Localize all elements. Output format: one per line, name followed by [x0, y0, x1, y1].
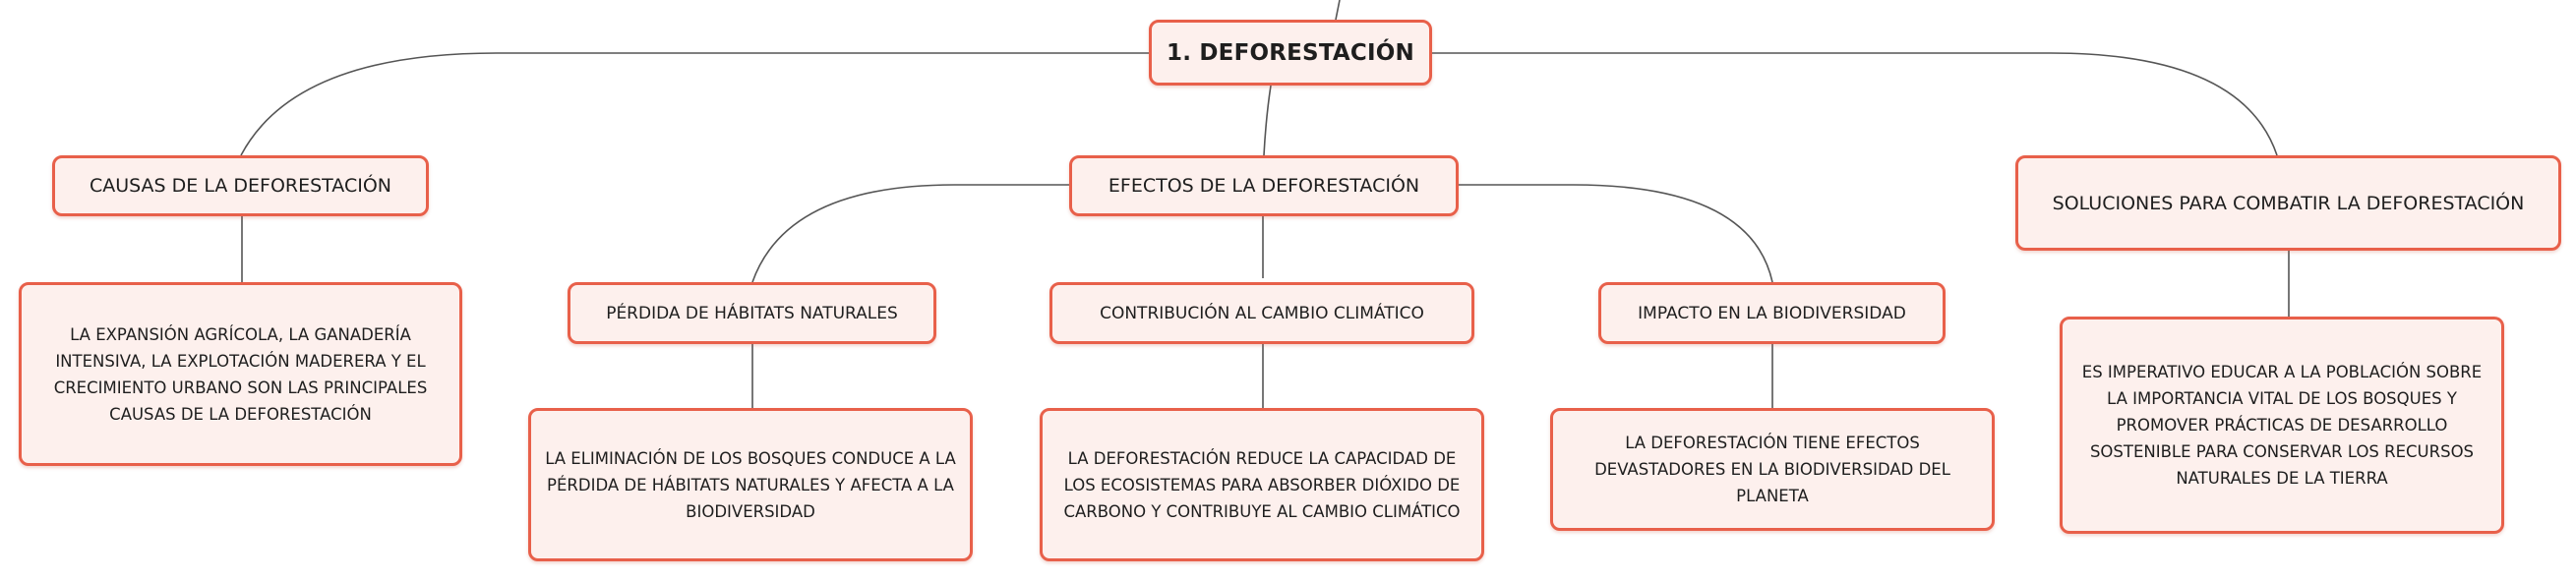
habitat-node-label: PÉRDIDA DE HÁBITATS NATURALES — [606, 303, 898, 323]
habitat-detail-text: LA ELIMINACIÓN DE LOS BOSQUES CONDUCE A … — [545, 448, 956, 521]
solutions-node[interactable]: SOLUCIONES PARA COMBATIR LA DEFORESTACIÓ… — [2015, 155, 2561, 251]
causes-detail-node[interactable]: LA EXPANSIÓN AGRÍCOLA, LA GANADERÍA INTE… — [19, 282, 462, 466]
causes-detail-text: LA EXPANSIÓN AGRÍCOLA, LA GANADERÍA INTE… — [53, 324, 428, 424]
connector-effects-biodiversity — [1458, 184, 1773, 283]
biodiversity-detail-node[interactable]: LA DEFORESTACIÓN TIENE EFECTOS DEVASTADO… — [1550, 408, 1995, 531]
habitat-node[interactable]: PÉRDIDA DE HÁBITATS NATURALES — [568, 282, 936, 344]
connector-root-effects — [1263, 85, 1272, 156]
climate-detail-node[interactable]: LA DEFORESTACIÓN REDUCE LA CAPACIDAD DE … — [1040, 408, 1484, 561]
solutions-node-label: SOLUCIONES PARA COMBATIR LA DEFORESTACIÓ… — [2052, 192, 2525, 214]
connector-root-causes — [240, 52, 1151, 156]
root-node[interactable]: 1. DEFORESTACIÓN — [1149, 20, 1432, 86]
effects-node[interactable]: EFECTOS DE LA DEFORESTACIÓN — [1069, 155, 1459, 216]
solutions-detail-text: ES IMPERATIVO EDUCAR A LA POBLACIÓN SOBR… — [2081, 363, 2483, 488]
connector-incoming-root — [1335, 0, 1341, 21]
climate-node-label: CONTRIBUCIÓN AL CAMBIO CLIMÁTICO — [1100, 303, 1424, 323]
climate-detail-text: LA DEFORESTACIÓN REDUCE LA CAPACIDAD DE … — [1063, 448, 1461, 521]
effects-node-label: EFECTOS DE LA DEFORESTACIÓN — [1108, 175, 1420, 197]
solutions-detail-node[interactable]: ES IMPERATIVO EDUCAR A LA POBLACIÓN SOBR… — [2060, 317, 2504, 534]
biodiversity-node[interactable]: IMPACTO EN LA BIODIVERSIDAD — [1598, 282, 1946, 344]
connector-root-solutions — [1431, 52, 2278, 156]
biodiversity-detail-text: LA DEFORESTACIÓN TIENE EFECTOS DEVASTADO… — [1594, 434, 1950, 505]
causes-node-label: CAUSAS DE LA DEFORESTACIÓN — [89, 175, 392, 197]
causes-node[interactable]: CAUSAS DE LA DEFORESTACIÓN — [52, 155, 429, 216]
biodiversity-node-label: IMPACTO EN LA BIODIVERSIDAD — [1638, 303, 1906, 323]
root-node-label: 1. DEFORESTACIÓN — [1167, 39, 1414, 66]
connector-effects-habitat — [751, 184, 1069, 283]
habitat-detail-node[interactable]: LA ELIMINACIÓN DE LOS BOSQUES CONDUCE A … — [528, 408, 973, 561]
climate-node[interactable]: CONTRIBUCIÓN AL CAMBIO CLIMÁTICO — [1049, 282, 1474, 344]
